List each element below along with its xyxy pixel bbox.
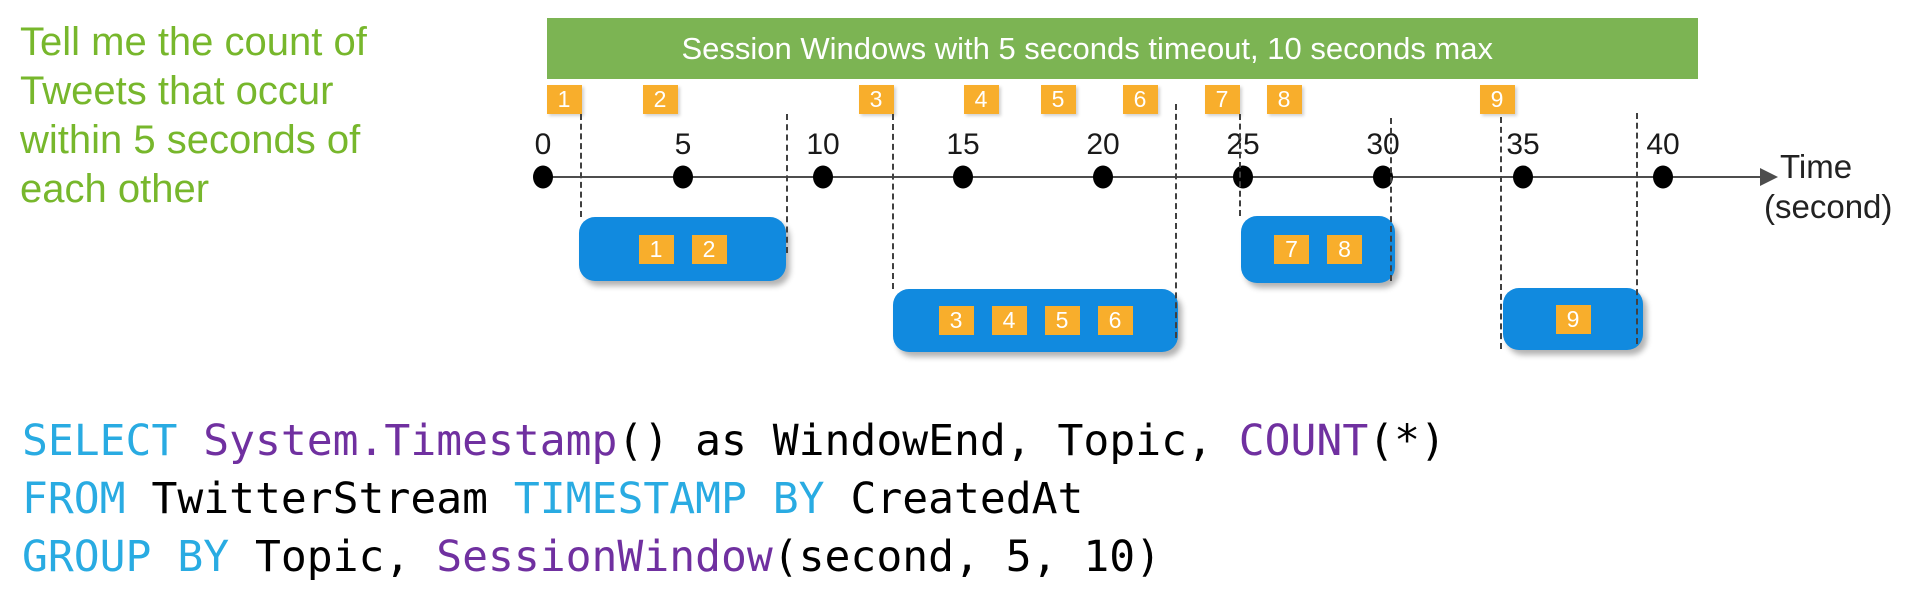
sql-token: SELECT [22, 416, 204, 466]
timeline-dot [953, 165, 973, 189]
session-boundary-dashed-line [1390, 118, 1392, 281]
sql-line: FROM TwitterStream TIMESTAMP BY CreatedA… [22, 470, 1446, 528]
event-marker: 2 [642, 85, 678, 114]
window-event-marker: 9 [1555, 304, 1591, 334]
window-event-marker: 5 [1044, 306, 1080, 335]
sql-code: SELECT System.Timestamp() as WindowEnd, … [22, 412, 1446, 586]
session-boundary-dashed-line [580, 114, 582, 217]
event-marker: 9 [1479, 85, 1515, 114]
tick-label: 40 [1646, 128, 1680, 161]
time-axis-label: Time [1780, 148, 1853, 185]
tick-label: 10 [806, 128, 840, 161]
window-event-marker: 4 [991, 306, 1027, 335]
session-boundary-dashed-line [1636, 113, 1638, 344]
sql-token: (*) [1368, 416, 1446, 466]
tick-label: 30 [1366, 128, 1400, 161]
sql-token: SessionWindow [436, 532, 773, 582]
timeline-dot [813, 165, 833, 189]
session-boundary-dashed-line [1239, 114, 1241, 216]
sql-line: GROUP BY Topic, SessionWindow(second, 5,… [22, 528, 1446, 586]
sql-token: FROM [22, 474, 152, 524]
window-event-marker: 3 [938, 306, 974, 335]
sql-token: System.Timestamp [203, 416, 618, 466]
event-marker: 6 [1122, 85, 1158, 114]
sql-line: SELECT System.Timestamp() as WindowEnd, … [22, 412, 1446, 470]
event-marker: 5 [1040, 85, 1076, 114]
sql-token: COUNT [1238, 416, 1369, 466]
tick-label: 35 [1506, 128, 1540, 161]
window-event-marker: 2 [691, 234, 727, 264]
tick-label: 20 [1086, 128, 1120, 161]
prompt-text: Tell me the count of Tweets that occur w… [20, 20, 367, 211]
session-window: 9 [1503, 288, 1643, 350]
tick-label: 0 [534, 128, 552, 161]
session-boundary-dashed-line [1500, 117, 1502, 349]
timeline-dot [533, 165, 553, 189]
event-marker: 3 [858, 85, 894, 114]
sql-token: Topic, [255, 532, 437, 582]
tick-label: 15 [946, 128, 980, 161]
sql-token: () as WindowEnd, Topic, [617, 416, 1239, 466]
session-boundary-dashed-line [1175, 104, 1177, 338]
timeline-dot [1233, 165, 1253, 189]
timeline-dot [1373, 165, 1393, 189]
time-axis-unit-label: (second) [1764, 188, 1893, 225]
window-event-marker: 7 [1274, 235, 1309, 264]
event-marker: 4 [963, 85, 999, 114]
session-boundary-dashed-line [786, 114, 788, 253]
timeline-dot [1093, 165, 1113, 189]
timeline-dot [673, 165, 693, 189]
sql-token: TIMESTAMP BY [513, 474, 851, 524]
tick-label: 25 [1226, 128, 1260, 161]
time-axis-arrow-icon [1760, 168, 1778, 186]
window-event-marker: 8 [1327, 235, 1362, 264]
sql-token: CreatedAt [850, 474, 1084, 524]
tick-label: 5 [674, 128, 692, 161]
window-event-marker: 6 [1097, 306, 1133, 335]
sql-token: (second, 5, 10) [772, 532, 1162, 582]
event-marker: 7 [1204, 85, 1240, 114]
sql-token: GROUP BY [22, 532, 255, 582]
event-marker: 1 [546, 85, 582, 114]
timeline-dot [1653, 165, 1673, 189]
event-marker: 8 [1266, 85, 1302, 114]
time-axis-line [536, 176, 1764, 178]
session-boundary-dashed-line [892, 114, 894, 289]
window-event-marker: 1 [638, 234, 674, 264]
timeline-dot [1513, 165, 1533, 189]
sql-token: TwitterStream [151, 474, 514, 524]
session-banner: Session Windows with 5 seconds timeout, … [547, 18, 1698, 79]
